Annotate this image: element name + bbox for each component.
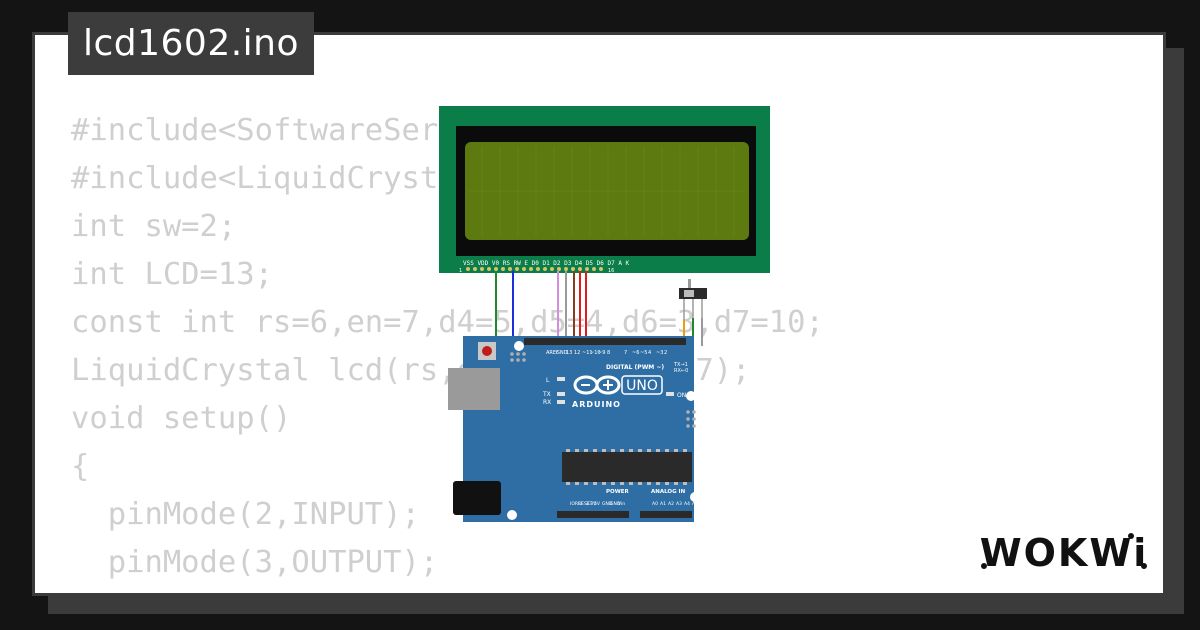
power-header-label: POWER	[606, 489, 630, 495]
on-led	[666, 392, 674, 396]
wire-green-gnd	[495, 271, 513, 341]
wires	[495, 271, 703, 346]
tx-label: TX	[542, 391, 551, 398]
svg-text:4: 4	[648, 350, 651, 356]
svg-text:~3: ~3	[656, 350, 663, 356]
svg-text:GND: GND	[610, 501, 621, 507]
gnd-label: GND	[556, 350, 568, 356]
file-title: lcd1602.ino	[82, 23, 300, 64]
arduino-uno-board: AREF GND DIGITAL (PWM ~) 13 12 ~11 ~10 ~…	[448, 336, 700, 522]
circuit-diagram: VSS VDD V0 RS RW E D0 D1 D2 D3 D4 D5 D6 …	[439, 106, 770, 522]
tx-pin-label: TX→1	[673, 362, 688, 368]
lcd-pin-header	[466, 267, 603, 271]
code-line: int sw=2;	[71, 209, 237, 244]
l-led	[557, 377, 565, 381]
svg-text:Vin: Vin	[618, 501, 625, 507]
arduino-logo-icon	[573, 375, 621, 395]
switch-knob[interactable]	[684, 290, 694, 297]
wokwi-logo-text: WOKWi	[980, 531, 1149, 575]
tx-led	[557, 392, 565, 396]
usb-connector	[448, 368, 500, 410]
svg-text:12: 12	[574, 350, 580, 356]
digital-pin-labels: 13 12 ~11 ~10 ~9 8 7 ~6 ~5 4 ~3 2	[566, 350, 667, 356]
svg-text:13: 13	[566, 350, 572, 356]
svg-text:RESET: RESET	[578, 501, 593, 507]
atmega-chip	[562, 452, 692, 482]
svg-text:A3: A3	[676, 501, 682, 507]
on-label: ON	[677, 392, 686, 399]
svg-text:GND: GND	[602, 501, 613, 507]
brand-label: ARDUINO	[572, 400, 621, 409]
code-line: pinMode(2,INPUT);	[71, 497, 420, 532]
code-line: void setup()	[71, 401, 292, 436]
wokwi-logo-dots	[981, 533, 1147, 569]
code-line: int LCD=13;	[71, 257, 273, 292]
lcd1602-module: VSS VDD V0 RS RW E D0 D1 D2 D3 D4 D5 D6 …	[439, 106, 770, 274]
svg-text:~11: ~11	[582, 350, 593, 356]
aref-label: AREF	[546, 350, 559, 356]
rx-pin-label: RX←0	[674, 368, 688, 374]
uno-badge	[621, 375, 663, 395]
svg-text:A0: A0	[652, 501, 658, 507]
power-jack	[453, 481, 501, 515]
lcd-pin-first: 1	[459, 268, 462, 274]
l-label: L	[546, 377, 550, 384]
rx-label: RX	[543, 399, 551, 406]
svg-text:7: 7	[624, 350, 627, 356]
analog-header	[640, 511, 692, 518]
svg-text:A2: A2	[668, 501, 674, 507]
lcd-pin-last: 16	[608, 268, 614, 274]
icsp-header	[510, 352, 696, 428]
svg-text:5V: 5V	[594, 501, 601, 507]
code-line: const int rs=6,en=7,d4=5,d5=4,d6=3,d7=10…	[71, 305, 824, 340]
power-pin-labels: IOREF RESET 3.3V 5V GND GND Vin	[570, 501, 625, 507]
model-label: UNO	[626, 378, 658, 394]
svg-text:A4: A4	[684, 501, 690, 507]
svg-text:2: 2	[664, 350, 667, 356]
lcd-char-grid	[469, 146, 745, 236]
lcd-pin-labels: VSS VDD V0 RS RW E D0 D1 D2 D3 D4 D5 D6 …	[463, 260, 630, 267]
file-title-tab: lcd1602.ino	[68, 12, 314, 75]
analog-header-label: ANALOG IN	[651, 489, 686, 495]
svg-text:A1: A1	[660, 501, 666, 507]
svg-text:8: 8	[607, 350, 610, 356]
svg-text:~9: ~9	[598, 350, 605, 356]
svg-text:IOREF: IOREF	[570, 501, 584, 507]
svg-text:A5: A5	[692, 501, 698, 507]
reset-button-cap[interactable]	[482, 346, 492, 356]
code-line: {	[71, 449, 90, 484]
digital-header	[524, 338, 686, 345]
switch-lever	[688, 279, 691, 288]
code-line: pinMode(3,OUTPUT);	[71, 545, 439, 580]
code-line: lcd.begin(16,2);	[71, 587, 824, 593]
wokwi-logo: WOKWi	[980, 531, 1149, 575]
svg-text:~10: ~10	[590, 350, 601, 356]
analog-pin-labels: A0 A1 A2 A3 A4 A5	[652, 501, 698, 507]
chip-pins	[566, 449, 687, 485]
wire-blue-rw	[512, 271, 522, 345]
rx-led	[557, 400, 565, 404]
digital-header-label: DIGITAL (PWM ~)	[606, 364, 664, 371]
svg-text:3.3V: 3.3V	[586, 501, 597, 507]
svg-text:~6: ~6	[632, 350, 639, 356]
power-header	[557, 511, 629, 518]
svg-text:~5: ~5	[640, 350, 647, 356]
